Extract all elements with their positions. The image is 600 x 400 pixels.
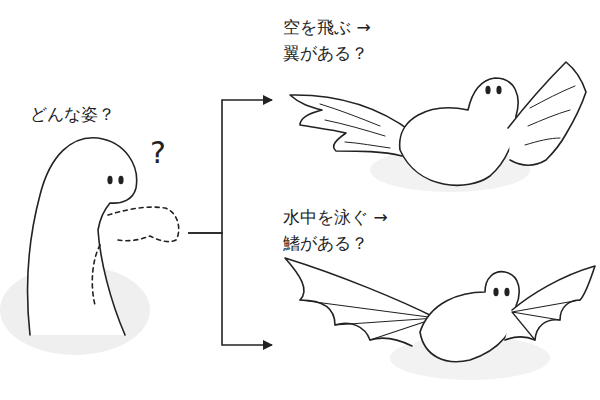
eye: [108, 177, 112, 184]
eye: [119, 177, 123, 184]
branch-arrow: [188, 233, 272, 345]
right-wing: [508, 62, 586, 165]
question-mark: ?: [150, 138, 166, 168]
eye: [486, 87, 490, 94]
left-wing: [290, 95, 412, 156]
dashed-arm: [92, 245, 100, 305]
eye: [505, 289, 509, 296]
right-fin: [505, 266, 595, 340]
fin-spars: [300, 300, 436, 340]
fin-spars: [512, 300, 580, 340]
creature-body: [28, 138, 137, 335]
eye: [497, 87, 501, 94]
fin-body: [420, 272, 519, 362]
feather-lines: [525, 86, 575, 145]
node-caption: どんな姿？: [30, 101, 180, 127]
node-caption: 水中を泳ぐ →鰭がある？: [283, 204, 395, 257]
eye: [494, 289, 498, 296]
dashed-arm: [108, 207, 179, 242]
bird-body: [400, 78, 518, 185]
figure-node: 水中を泳ぐ →鰭がある？: [272, 200, 592, 390]
feather-lines: [320, 104, 390, 148]
left-fin: [285, 258, 436, 346]
node-caption: 空を飛ぶ →翼がある？: [283, 14, 395, 67]
branch-arrow: [188, 100, 272, 233]
figure-node: 空を飛ぶ →翼がある？: [272, 10, 592, 192]
